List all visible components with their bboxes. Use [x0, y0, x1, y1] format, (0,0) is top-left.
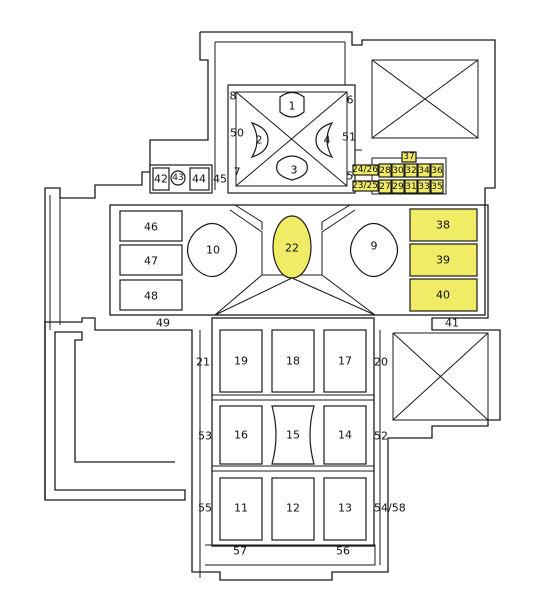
rooms-42-44	[149, 164, 213, 194]
label-r46: 46	[144, 221, 158, 234]
label-r36: 36	[431, 166, 443, 176]
label-r56: 56	[336, 545, 350, 558]
label-r5: 5	[347, 170, 354, 183]
label-r16: 16	[234, 429, 248, 442]
label-r3: 3	[291, 164, 298, 177]
label-r30: 30	[392, 166, 404, 176]
label-r35: 35	[431, 182, 442, 192]
label-r1: 1	[289, 100, 296, 113]
label-r33: 33	[418, 182, 429, 192]
label-r19: 19	[234, 355, 248, 368]
label-r15: 15	[286, 429, 300, 442]
building-outline	[44, 31, 501, 581]
label-r38: 38	[436, 219, 450, 232]
label-r6: 6	[347, 94, 354, 107]
label-r53: 53	[198, 430, 212, 443]
label-r21: 21	[196, 356, 210, 369]
label-r51: 51	[342, 131, 356, 144]
label-r8: 8	[230, 90, 237, 103]
label-r20: 20	[374, 356, 388, 369]
label-r31: 31	[405, 182, 416, 192]
label-r54-58: 54/58	[374, 502, 406, 515]
label-r12: 12	[286, 502, 300, 515]
label-r40: 40	[436, 289, 450, 302]
label-r4: 4	[324, 134, 331, 147]
label-r18: 18	[286, 355, 300, 368]
label-r13: 13	[338, 502, 352, 515]
label-r47: 47	[144, 255, 158, 268]
label-r27: 27	[379, 182, 390, 192]
label-r29: 29	[392, 182, 404, 192]
label-r44: 44	[192, 173, 206, 186]
label-r57: 57	[233, 545, 247, 558]
label-r17: 17	[338, 355, 352, 368]
label-r43: 43	[172, 173, 183, 183]
label-r49: 49	[156, 317, 170, 330]
label-r9: 9	[371, 240, 378, 253]
room-labels: 1 2 3 4 5 6 7 8 9 10 11 12 13 14 15 16 1…	[144, 90, 459, 558]
diagonal-room-right	[371, 59, 489, 421]
label-r41: 41	[445, 317, 459, 330]
label-r37: 37	[403, 152, 414, 162]
label-r52: 52	[374, 430, 388, 443]
label-r32: 32	[405, 166, 416, 176]
label-r34: 34	[418, 166, 430, 176]
rooms-27-37	[352, 151, 447, 195]
central-hall	[109, 204, 486, 316]
label-r14: 14	[338, 429, 352, 442]
label-r48: 48	[144, 290, 158, 303]
label-r7: 7	[234, 166, 241, 179]
label-r10: 10	[206, 244, 220, 257]
label-r45: 45	[213, 173, 227, 186]
cloister-top	[227, 84, 356, 194]
label-r11: 11	[234, 502, 248, 515]
label-r2: 2	[256, 134, 263, 147]
lower-nave	[211, 317, 375, 547]
label-r55: 55	[198, 502, 212, 515]
label-r28: 28	[379, 166, 391, 176]
label-r22: 22	[285, 242, 299, 255]
label-r42: 42	[154, 173, 168, 186]
label-r24-26: 24/26	[352, 165, 378, 175]
label-r50: 50	[230, 127, 244, 140]
label-r23-25: 23/25	[352, 181, 378, 191]
label-r39: 39	[436, 254, 450, 267]
